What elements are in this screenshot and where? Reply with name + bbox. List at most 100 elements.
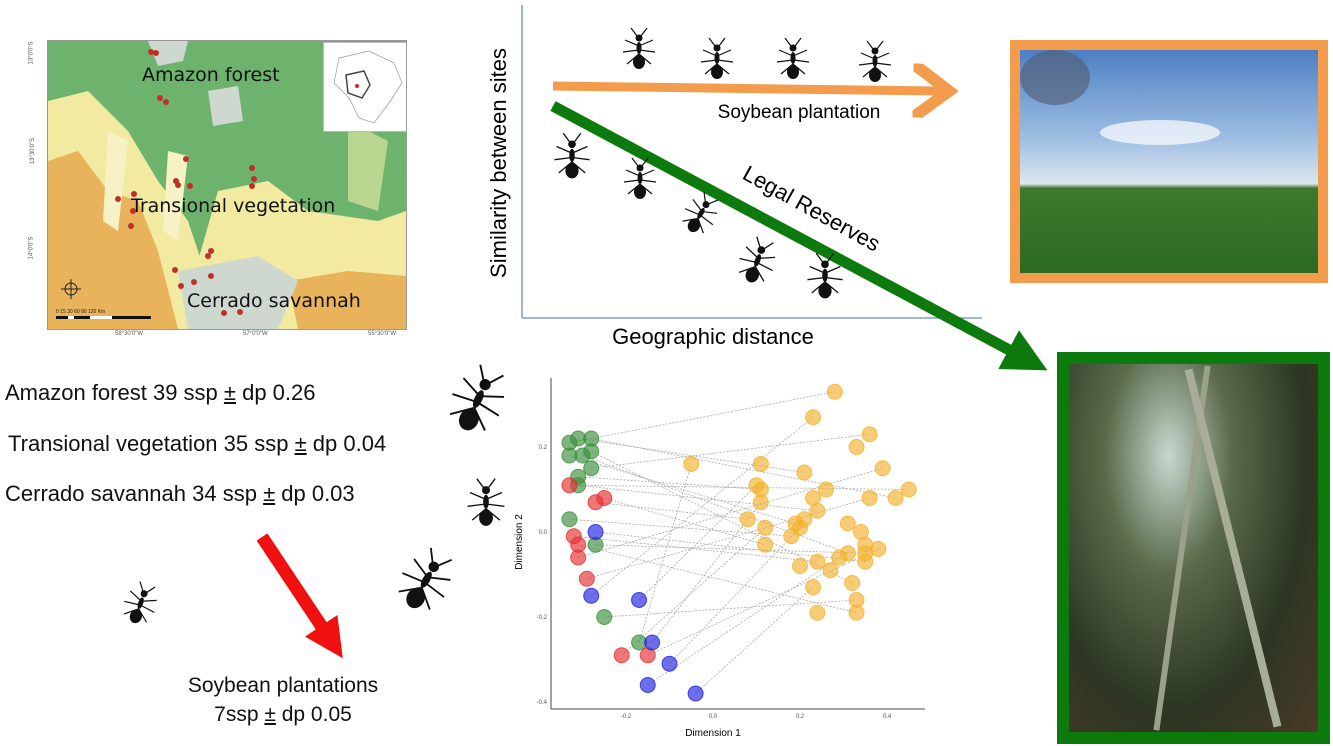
stat-transitional: Transional vegetation 35 ssp ± dp 0.04: [8, 431, 387, 456]
point-soybean-plantation: [683, 456, 700, 472]
point-soybean-plantation: [861, 490, 878, 506]
brazil-inset-map: [323, 42, 406, 132]
point-soybean-plantation: [857, 553, 874, 570]
point-amazon-forest: [596, 609, 613, 625]
point-soybean-plantation: [809, 604, 826, 621]
point-soybean-plantation: [796, 464, 813, 481]
pair-link: [651, 502, 762, 643]
pair-link: [621, 527, 766, 656]
point-soybean-plantation: [792, 558, 808, 574]
pair-link: [591, 433, 870, 469]
point-soybean-plantation: [818, 481, 835, 498]
point-soybean-plantation: [826, 383, 843, 400]
pair-link: [578, 476, 761, 490]
soybean-plantation-label: Soybean plantation: [718, 102, 881, 123]
scatter-x-label: Dimension 1: [685, 728, 741, 739]
point-soybean-plantation: [809, 502, 826, 519]
point-cerrado-savannah: [639, 677, 656, 693]
point-soybean-plantation: [809, 553, 826, 570]
y-tick-label: -0.4: [537, 700, 548, 706]
point-soybean-plantation: [822, 562, 839, 579]
pair-link: [578, 484, 818, 512]
pair-link: [595, 544, 866, 554]
point-soybean-plantation: [831, 549, 848, 566]
point-transitional-vegetation: [596, 490, 613, 506]
soybean-stat-value: 7ssp ± dp 0.05: [214, 703, 352, 726]
point-soybean-plantation: [874, 460, 891, 477]
x-tick-label: 0.2: [796, 714, 805, 720]
soybean-arrow: [552, 86, 940, 91]
point-soybean-plantation: [739, 511, 756, 528]
lon-tick: 58°30'0"W: [115, 331, 144, 337]
pair-link: [647, 548, 879, 656]
point-soybean-plantation: [805, 409, 822, 426]
pair-link: [595, 501, 748, 520]
pair-link: [582, 455, 848, 554]
map-label-amazon: Amazon forest: [142, 64, 280, 86]
point-soybean-plantation: [887, 490, 904, 506]
lon-tick: 57°0'0"W: [243, 331, 268, 337]
point-cerrado-savannah: [661, 655, 678, 672]
point-cerrado-savannah: [687, 685, 704, 702]
pair-link: [638, 463, 692, 643]
pair-link: [569, 391, 835, 444]
y-tick-label: 0.0: [539, 530, 548, 536]
legal-reserves-arrow: [550, 101, 1048, 371]
map-label-cerrado: Cerrado savannah: [187, 290, 361, 312]
point-amazon-forest: [583, 443, 600, 460]
point-cerrado-savannah: [583, 587, 600, 604]
pair-link: [638, 484, 757, 601]
pair-link: [578, 467, 883, 558]
concept-x-label: Geographic distance: [612, 324, 814, 349]
x-tick-label: 0.4: [883, 714, 892, 720]
compass-icon: [61, 279, 81, 299]
pair-link: [591, 438, 896, 499]
point-soybean-plantation: [844, 575, 861, 591]
y-tick-label: -0.2: [537, 615, 548, 621]
point-transitional-vegetation: [561, 477, 578, 494]
point-transitional-vegetation: [570, 549, 587, 566]
soybean-stat-title: Soybean plantations: [187, 674, 379, 697]
soybean-field-photo: [1010, 40, 1328, 283]
stat-cerrado: Cerrado savannah 34 ssp ± dp 0.03: [5, 481, 355, 506]
study-area-map: 0 15 30 60 90 120 Km: [47, 40, 407, 330]
pair-link: [590, 416, 814, 597]
sampling-sites: [115, 49, 257, 316]
x-tick-label: 0.0: [709, 714, 718, 720]
point-soybean-plantation: [848, 439, 865, 455]
lon-tick: 55°30'0"W: [368, 331, 397, 337]
point-soybean-plantation: [757, 536, 774, 553]
pair-link: [595, 531, 866, 563]
point-transitional-vegetation: [613, 647, 630, 664]
x-tick-label: -0.2: [621, 714, 632, 720]
point-amazon-forest: [583, 460, 600, 477]
scatter-y-label: Dimension 2: [514, 514, 525, 570]
point-soybean-plantation: [900, 481, 917, 498]
stat-amazon: Amazon forest 39 ssp ± dp 0.26: [5, 380, 316, 405]
pair-link: [569, 455, 796, 524]
point-soybean-plantation: [752, 456, 769, 472]
decline-arrow: [256, 533, 343, 659]
point-soybean-plantation: [783, 528, 800, 545]
map-label-transitional: Transional vegetation: [131, 195, 336, 217]
point-soybean-plantation: [848, 604, 865, 621]
scale-bar-label: 0 15 30 60 90 120 Km: [56, 309, 105, 315]
y-tick-label: 0.2: [539, 445, 548, 451]
map-terrain: 0 15 30 60 90 120 Km: [48, 41, 406, 329]
pair-link: [573, 535, 818, 563]
scale-bar: [56, 316, 151, 319]
concept-y-label: Similarity between sites: [486, 48, 511, 278]
point-soybean-plantation: [757, 519, 774, 536]
point-amazon-forest: [561, 511, 578, 528]
point-soybean-plantation: [752, 494, 769, 511]
point-transitional-vegetation: [578, 570, 595, 587]
point-soybean-plantation: [805, 579, 822, 596]
point-cerrado-savannah: [631, 592, 648, 608]
point-cerrado-savannah: [587, 524, 604, 540]
point-soybean-plantation: [861, 426, 878, 443]
point-cerrado-savannah: [644, 634, 661, 651]
point-soybean-plantation: [839, 515, 856, 532]
